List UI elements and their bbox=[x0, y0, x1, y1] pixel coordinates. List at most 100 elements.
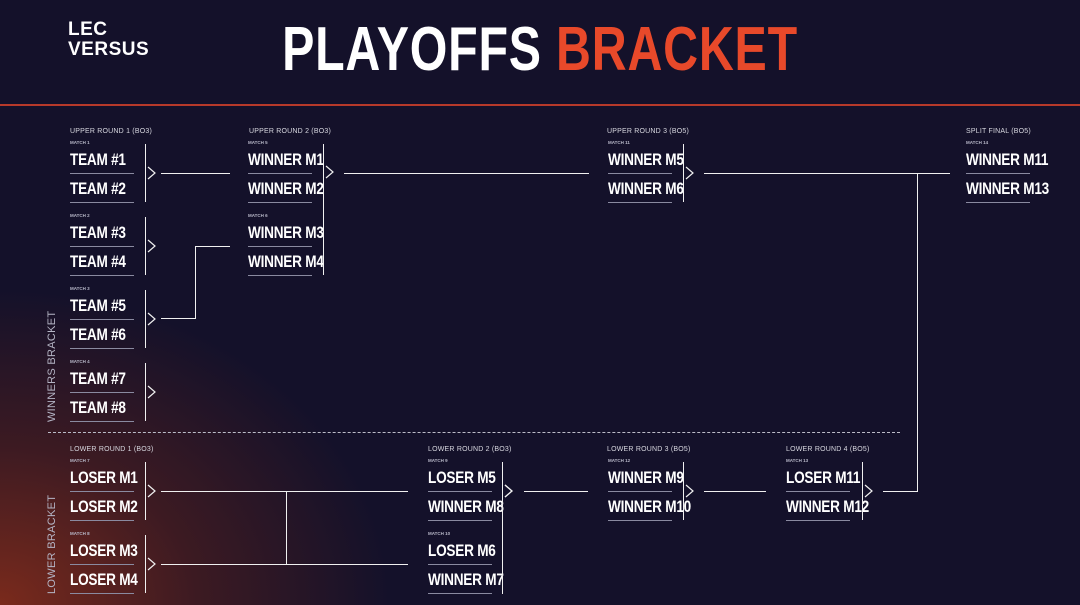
chevron-icon-m8 bbox=[146, 557, 158, 571]
round-label-ur2: UPPER ROUND 2 (BO3) bbox=[249, 128, 331, 135]
slot-underline-m1-b bbox=[70, 202, 134, 203]
slot-underline-m3-b bbox=[70, 348, 134, 349]
page-title: PLAYOFFS BRACKET bbox=[119, 10, 961, 90]
team-slot-m12-a[interactable]: WINNER M9 bbox=[608, 468, 684, 487]
slot-underline-m9-a bbox=[428, 491, 492, 492]
round-label-lr4: LOWER ROUND 4 (BO5) bbox=[786, 446, 870, 453]
slot-underline-m8-a bbox=[70, 564, 134, 565]
team-slot-m11-b[interactable]: WINNER M6 bbox=[608, 179, 684, 198]
bracket-line-m7 bbox=[145, 462, 146, 520]
chevron-icon-m5-out bbox=[324, 165, 336, 179]
team-slot-m7-b[interactable]: LOSER M2 bbox=[70, 497, 138, 516]
round-label-lr1: LOWER ROUND 1 (BO3) bbox=[70, 446, 154, 453]
slot-underline-m3-a bbox=[70, 319, 134, 320]
slot-underline-m12-a bbox=[608, 491, 672, 492]
team-slot-m4-b[interactable]: TEAM #8 bbox=[70, 398, 126, 417]
team-slot-m11-a[interactable]: WINNER M5 bbox=[608, 150, 684, 169]
team-slot-m10-a[interactable]: LOSER M6 bbox=[428, 541, 496, 560]
slot-underline-m9-b bbox=[428, 520, 492, 521]
slot-underline-m7-a bbox=[70, 491, 134, 492]
match-label-m10: MATCH 10 bbox=[428, 531, 451, 536]
team-slot-m10-b[interactable]: WINNER M7 bbox=[428, 570, 504, 589]
bracket-line-m12 bbox=[683, 462, 684, 520]
team-slot-m5-b[interactable]: WINNER M2 bbox=[248, 179, 324, 198]
slot-underline-m10-b bbox=[428, 593, 492, 594]
connector-m1-m5 bbox=[161, 173, 230, 174]
team-slot-m13-a[interactable]: LOSER M11 bbox=[786, 468, 861, 487]
connector-m9-m12 bbox=[524, 491, 588, 492]
lower-bracket-label: LOWER BRACKET bbox=[46, 494, 58, 594]
connector-m13-final bbox=[883, 491, 918, 492]
connector-lower-link bbox=[286, 491, 287, 565]
header-divider bbox=[0, 104, 1080, 106]
team-slot-m8-a[interactable]: LOSER M3 bbox=[70, 541, 138, 560]
chevron-icon-m7 bbox=[146, 484, 158, 498]
team-slot-m3-a[interactable]: TEAM #5 bbox=[70, 296, 126, 315]
chevron-icon-m9-out bbox=[503, 484, 515, 498]
chevron-icon-m4 bbox=[146, 385, 158, 399]
slot-underline-m6-a bbox=[248, 246, 312, 247]
slot-underline-m14-b bbox=[966, 202, 1030, 203]
match-label-m3: MATCH 3 bbox=[70, 286, 90, 291]
team-slot-m9-b[interactable]: WINNER M8 bbox=[428, 497, 504, 516]
bracket-line-m8 bbox=[145, 535, 146, 593]
slot-underline-m14-a bbox=[966, 173, 1030, 174]
team-slot-m3-b[interactable]: TEAM #6 bbox=[70, 325, 126, 344]
team-slot-m4-a[interactable]: TEAM #7 bbox=[70, 369, 126, 388]
slot-underline-m4-b bbox=[70, 421, 134, 422]
connector-m7-m9 bbox=[161, 491, 408, 492]
lec-versus-logo: LEC VERSUS bbox=[68, 20, 149, 60]
team-slot-m6-a[interactable]: WINNER M3 bbox=[248, 223, 324, 242]
team-slot-m7-a[interactable]: LOSER M1 bbox=[70, 468, 138, 487]
logo-line-2: VERSUS bbox=[68, 39, 150, 60]
slot-underline-m2-b bbox=[70, 275, 134, 276]
team-slot-m12-b[interactable]: WINNER M10 bbox=[608, 497, 691, 516]
bracket-line-m3 bbox=[145, 290, 146, 348]
team-slot-m2-b[interactable]: TEAM #4 bbox=[70, 252, 126, 271]
team-slot-m6-b[interactable]: WINNER M4 bbox=[248, 252, 324, 271]
chevron-icon-m3 bbox=[146, 312, 158, 326]
title-accent: BRACKET bbox=[556, 15, 798, 84]
slot-underline-m13-b bbox=[786, 520, 850, 521]
chevron-icon-m12 bbox=[684, 484, 696, 498]
slot-underline-m7-b bbox=[70, 520, 134, 521]
logo-line-1: LEC bbox=[68, 19, 108, 40]
connector-m3-m6 bbox=[195, 246, 230, 247]
round-label-ur3: UPPER ROUND 3 (BO5) bbox=[607, 128, 689, 135]
team-slot-m14-b[interactable]: WINNER M13 bbox=[966, 179, 1049, 198]
team-slot-m13-b[interactable]: WINNER M12 bbox=[786, 497, 869, 516]
bracket-line-m4 bbox=[145, 363, 146, 421]
chevron-icon-m11 bbox=[684, 166, 696, 180]
team-slot-m1-b[interactable]: TEAM #2 bbox=[70, 179, 126, 198]
round-label-ur1: UPPER ROUND 1 (BO3) bbox=[70, 128, 152, 135]
team-slot-m14-a[interactable]: WINNER M11 bbox=[966, 150, 1049, 169]
connector-m3-rise bbox=[195, 246, 196, 319]
connector-m3-out bbox=[161, 318, 195, 319]
match-label-m7: MATCH 7 bbox=[70, 458, 90, 463]
bracket-divider bbox=[48, 432, 900, 433]
team-slot-m9-a[interactable]: LOSER M5 bbox=[428, 468, 496, 487]
winners-bracket-label: WINNERS BRACKET bbox=[46, 310, 58, 422]
connector-m12-m13 bbox=[704, 491, 766, 492]
bracket-line-m2 bbox=[145, 217, 146, 275]
connector-m5-m11 bbox=[344, 173, 589, 174]
round-label-split-final: SPLIT FINAL (BO5) bbox=[966, 128, 1031, 135]
slot-underline-m11-a bbox=[608, 173, 672, 174]
slot-underline-m2-a bbox=[70, 246, 134, 247]
bracket-line-m13 bbox=[862, 462, 863, 520]
bracket-line-ur2-span bbox=[323, 144, 324, 274]
slot-underline-m12-b bbox=[608, 520, 672, 521]
slot-underline-m5-a bbox=[248, 173, 312, 174]
team-slot-m2-a[interactable]: TEAM #3 bbox=[70, 223, 126, 242]
team-slot-m8-b[interactable]: LOSER M4 bbox=[70, 570, 138, 589]
match-label-m1: MATCH 1 bbox=[70, 140, 90, 145]
match-label-m5: MATCH 5 bbox=[248, 140, 268, 145]
match-label-m6: MATCH 6 bbox=[248, 213, 268, 218]
match-label-m9: MATCH 9 bbox=[428, 458, 448, 463]
round-label-lr2: LOWER ROUND 2 (BO3) bbox=[428, 446, 512, 453]
slot-underline-m5-b bbox=[248, 202, 312, 203]
team-slot-m5-a[interactable]: WINNER M1 bbox=[248, 150, 324, 169]
team-slot-m1-a[interactable]: TEAM #1 bbox=[70, 150, 126, 169]
slot-underline-m6-b bbox=[248, 275, 312, 276]
match-label-m12: MATCH 12 bbox=[608, 458, 631, 463]
